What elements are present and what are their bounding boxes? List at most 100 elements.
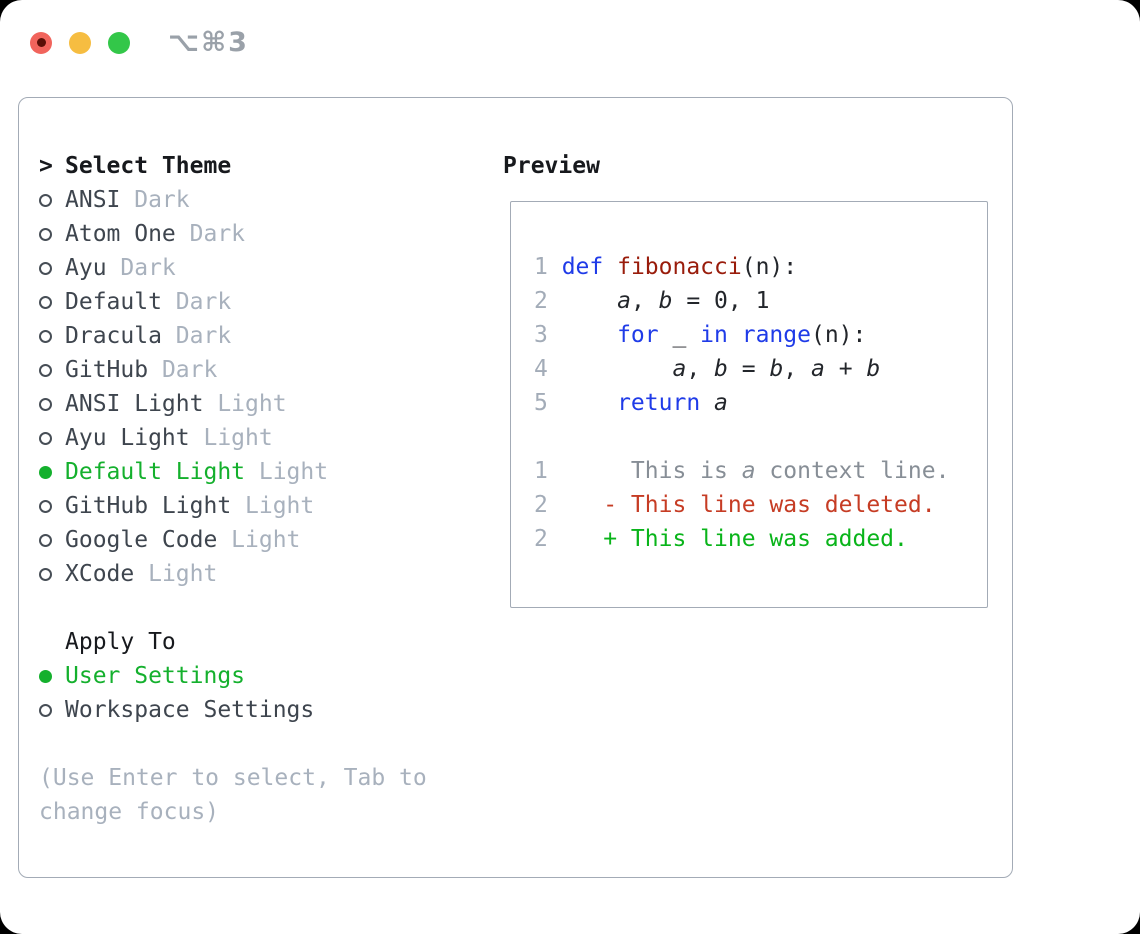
- code-token: b: [714, 356, 728, 382]
- theme-option-dracula[interactable]: Dracula Dark: [39, 319, 481, 353]
- theme-option-github[interactable]: GitHub Dark: [39, 353, 481, 387]
- radio-icon: [39, 261, 52, 275]
- code-token: context line.: [755, 458, 950, 484]
- option-variant: Dark: [175, 289, 232, 315]
- radio-gutter: [39, 703, 65, 717]
- code-line: 4 a, b = b, a + b: [534, 352, 987, 386]
- maximize-button[interactable]: [108, 31, 130, 54]
- focus-caret-icon: >: [39, 153, 53, 179]
- theme-option-ansi[interactable]: ANSI Dark: [39, 183, 481, 217]
- theme-option-github-light[interactable]: GitHub Light Light: [39, 489, 481, 523]
- apply-option-workspace-settings[interactable]: Workspace Settings: [39, 693, 481, 727]
- theme-option-ayu-light[interactable]: Ayu Light Light: [39, 421, 481, 455]
- radio-icon: [39, 567, 52, 581]
- radio-gutter: [39, 499, 65, 513]
- radio-gutter: [39, 567, 65, 581]
- option-label: GitHub: [65, 357, 149, 383]
- radio-icon: [39, 499, 52, 513]
- code-token: b: [769, 356, 784, 382]
- code-line: 2 a, b = 0, 1: [534, 284, 987, 318]
- code-line: 1 This is a context line.: [534, 454, 987, 488]
- radio-gutter: [39, 431, 65, 445]
- window-titlebar: ⌥⌘3: [30, 27, 249, 58]
- radio-icon: [39, 295, 52, 309]
- option-label: Dracula: [65, 323, 162, 349]
- code-token: [728, 322, 742, 348]
- option-label: GitHub Light: [65, 493, 232, 519]
- option-label: Default: [65, 289, 162, 315]
- close-button[interactable]: [30, 31, 52, 54]
- radio-icon: [39, 431, 52, 445]
- line-number: 4: [534, 356, 548, 382]
- code-token: (n):: [741, 254, 798, 280]
- code-token: a: [672, 356, 687, 382]
- radio-gutter: [39, 261, 65, 275]
- option-variant: Dark: [189, 221, 246, 247]
- code-line: 3 for _ in range(n):: [534, 318, 987, 352]
- code-token: a: [741, 458, 756, 484]
- code-token: in: [700, 322, 728, 348]
- line-number: 5: [534, 390, 548, 416]
- code-token: [603, 254, 617, 280]
- option-label: XCode: [65, 561, 135, 587]
- code-token: _: [658, 322, 701, 348]
- code-token: b: [866, 356, 881, 382]
- line-number: 2: [534, 526, 548, 552]
- option-variant: Dark: [175, 323, 232, 349]
- line-number: 3: [534, 322, 548, 348]
- code-token: (n):: [810, 322, 867, 348]
- option-variant: Light: [217, 391, 287, 417]
- radio-gutter: [39, 465, 65, 479]
- code-token: return: [617, 390, 701, 416]
- code-token: [562, 390, 617, 416]
- footer-hint: (Use Enter to select, Tab to change focu…: [39, 765, 427, 825]
- code-blank-line: [534, 420, 987, 454]
- option-label: Ayu: [65, 255, 107, 281]
- close-dot-icon: [36, 38, 46, 47]
- code-token: def: [561, 254, 604, 280]
- apply-option-user-settings[interactable]: User Settings: [39, 659, 481, 693]
- code-token: range: [741, 322, 811, 348]
- preview-header-row: Preview: [503, 149, 988, 183]
- code-token: a: [714, 390, 728, 416]
- code-token: for: [617, 322, 659, 348]
- option-label: Workspace Settings: [65, 697, 315, 723]
- option-label: Default Light: [65, 459, 246, 485]
- option-variant: Light: [245, 493, 315, 519]
- radio-gutter: [39, 295, 65, 309]
- minimize-button[interactable]: [69, 31, 91, 54]
- option-variant: Light: [203, 425, 273, 451]
- radio-gutter: [39, 227, 65, 241]
- window-title: ⌥⌘3: [168, 27, 249, 58]
- code-token: [562, 356, 673, 382]
- line-number: 2: [534, 288, 548, 314]
- option-label: ANSI: [65, 187, 121, 213]
- option-variant: Dark: [161, 357, 218, 383]
- radio-selected-icon: [39, 669, 52, 683]
- option-variant: Dark: [134, 187, 190, 213]
- radio-icon: [39, 363, 52, 377]
- option-label: Ayu Light: [65, 425, 190, 451]
- code-token: [700, 390, 714, 416]
- theme-option-default[interactable]: Default Dark: [39, 285, 481, 319]
- option-label: User Settings: [65, 663, 246, 689]
- radio-icon: [39, 533, 52, 547]
- code-token: This is: [561, 458, 742, 484]
- code-token: a: [811, 356, 825, 382]
- option-label: Google Code: [65, 527, 218, 553]
- code-token: ,: [630, 288, 659, 314]
- radio-icon: [39, 703, 52, 717]
- code-token: [562, 322, 617, 348]
- code-token: = 0, 1: [672, 288, 770, 314]
